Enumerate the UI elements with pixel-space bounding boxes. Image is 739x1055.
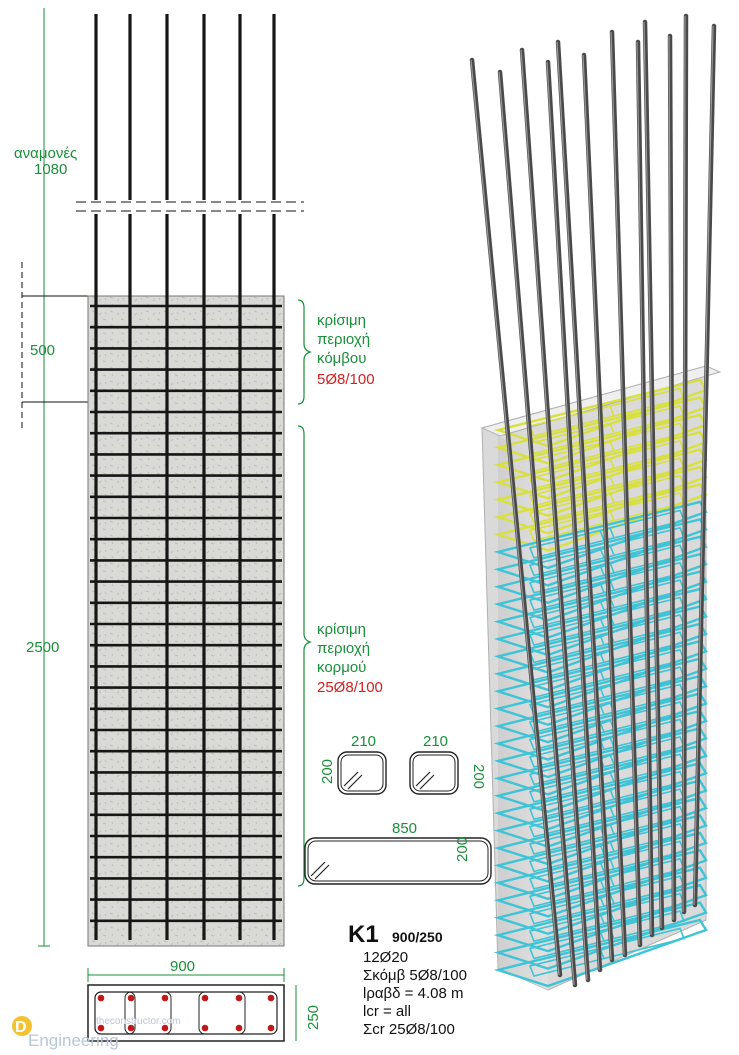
- spec-node-stirrups: Σκόμβ 5Ø8/100: [363, 967, 467, 984]
- dim-main-zone: 2500: [26, 639, 59, 656]
- large-height: 200: [454, 837, 471, 862]
- bar-highlight-3d: [610, 31, 640, 946]
- longitudinal-bar-3d: [581, 52, 628, 958]
- stirrup-3d: [493, 779, 708, 848]
- stirrup-3d: [493, 761, 708, 831]
- elevation-view: αναμονές 1080 500 2500 κρίσιμη περιοχή κ…: [14, 8, 383, 947]
- longitudinal-bar-3d: [545, 59, 603, 973]
- column-concrete-elevation: [87, 295, 285, 947]
- bar-highlight-3d: [520, 49, 588, 981]
- column-id: K1: [348, 921, 379, 948]
- small-right-height: 200: [470, 764, 487, 789]
- bar-highlight-3d: [668, 35, 674, 921]
- brand-logo: [12, 1016, 32, 1036]
- node-zone-brace: [297, 299, 312, 405]
- bar-highlight-3d: [643, 21, 662, 929]
- longitudinal-bar-3d: [555, 39, 615, 963]
- body-zone-line2: περιοχή: [317, 640, 370, 657]
- stirrup-3d: [493, 570, 708, 639]
- column-3d-view: [469, 13, 722, 991]
- body-zone-brace: [297, 425, 312, 887]
- stirrup-3d: [493, 918, 708, 988]
- longitudinal-bar-3d: [497, 69, 578, 988]
- bar-highlight-3d: [498, 71, 575, 986]
- section-bars: [97, 994, 275, 1032]
- longitudinal-bar-3d: [609, 29, 643, 948]
- spec-bar-length: lραβδ = 4.08 m: [363, 985, 463, 1002]
- stirrup-3d: [493, 866, 708, 936]
- bar-highlight-3d: [546, 61, 600, 971]
- longitudinal-bar-3d: [667, 33, 677, 923]
- small-left-height: 200: [319, 759, 336, 784]
- bar-highlight-3d: [556, 41, 612, 961]
- bar-highlight-3d: [470, 59, 560, 976]
- body-zone-line1: κρίσιμη: [317, 621, 366, 638]
- anamones-value: 1080: [34, 161, 67, 178]
- spec-critical-length: lcr = all: [363, 1003, 411, 1020]
- small-right-width: 210: [423, 733, 448, 750]
- stirrup-3d: [493, 814, 708, 883]
- longitudinal-bar-3d: [642, 19, 665, 931]
- watermark-brand: Engineering: [28, 1031, 119, 1050]
- stirrup-3d: [493, 883, 708, 953]
- stirrup-shapes: 210 200 210 200 850 200: [304, 733, 492, 885]
- bar-highlight-3d: [636, 41, 652, 936]
- large-stirrup: [304, 837, 492, 885]
- dim-depth: 250: [305, 1005, 322, 1030]
- section-outline: [87, 984, 285, 1042]
- longitudinal-bars-elevation: [94, 14, 276, 940]
- node-zone-line1: κρίσιμη: [317, 312, 366, 329]
- bar-highlight-3d: [582, 54, 625, 956]
- cross-section: 900 250: [87, 958, 322, 1042]
- stirrup-3d: [493, 796, 708, 866]
- spec-critical-stirrups: Σcr 25Ø8/100: [363, 1021, 455, 1038]
- longitudinal-bar-3d: [681, 13, 689, 915]
- watermark: D Engineering theconstructor.com: [12, 1016, 180, 1050]
- longitudinal-bar-3d: [519, 47, 591, 983]
- bar-highlight-3d: [682, 15, 686, 913]
- node-zone-line2: περιοχή: [317, 331, 370, 348]
- longitudinal-bar-3d: [469, 57, 563, 978]
- node-zone-line3: κόμβου: [317, 350, 366, 367]
- small-left-width: 210: [351, 733, 376, 750]
- stirrup-3d: [493, 848, 708, 918]
- longitudinal-bar-3d: [692, 23, 717, 908]
- node-zone-spec: 5Ø8/100: [317, 371, 375, 388]
- dim-top-zone: 500: [30, 342, 55, 359]
- anamones-label: αναμονές: [14, 145, 77, 162]
- large-width: 850: [392, 820, 417, 837]
- dim-width: 900: [170, 958, 195, 975]
- bar-highlight-3d: [693, 25, 714, 906]
- spec-bars: 12Ø20: [363, 949, 408, 966]
- watermark-site: theconstructor.com: [96, 1016, 180, 1027]
- stirrup-3d: [493, 587, 708, 657]
- stirrup-3d: [493, 831, 708, 901]
- column-size: 900/250: [392, 929, 443, 945]
- body-zone-line3: κορμού: [317, 659, 366, 676]
- stirrup-3d: [493, 901, 708, 970]
- stirrups-elevation: [90, 304, 282, 923]
- column-specification: K1 900/250 12Ø20 Σκόμβ 5Ø8/100 lραβδ = 4…: [348, 921, 467, 1038]
- small-stirrup-right: [409, 751, 459, 795]
- small-stirrup-left: [337, 751, 387, 795]
- body-zone-spec: 25Ø8/100: [317, 679, 383, 696]
- svg-text:D: D: [15, 1019, 27, 1036]
- longitudinal-bar-3d: [635, 39, 655, 938]
